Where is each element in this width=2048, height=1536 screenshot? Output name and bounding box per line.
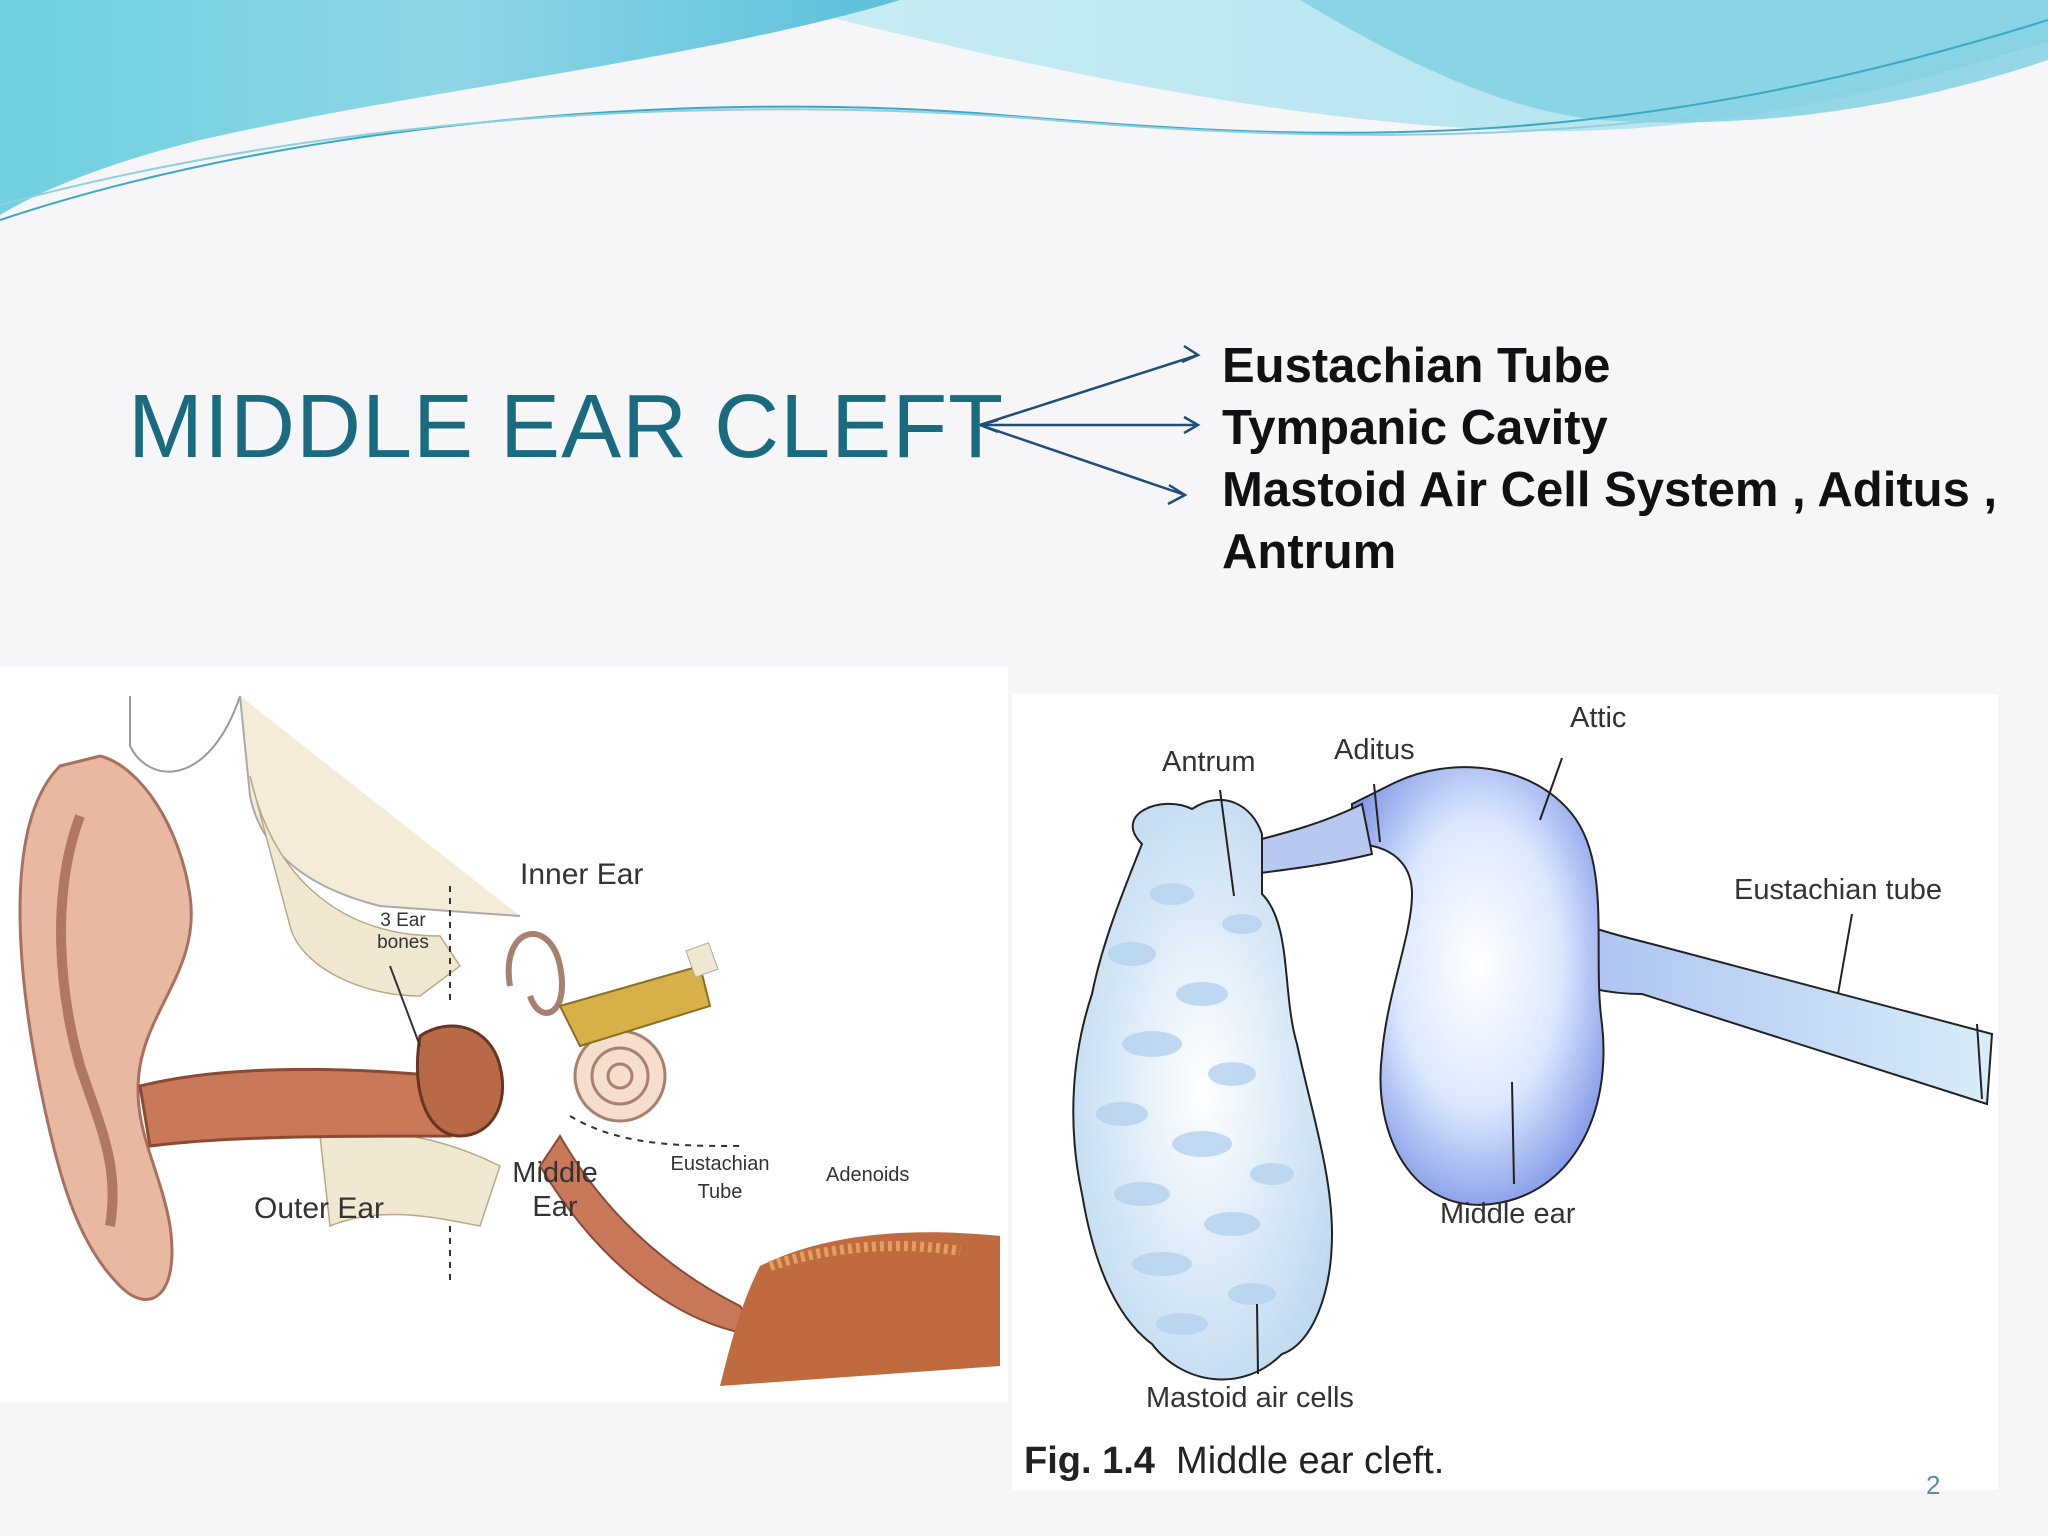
label-adenoids: Adenoids (826, 1164, 910, 1186)
label-outer-ear: Outer Ear (254, 1192, 385, 1225)
component-eustachian-tube: Eustachian Tube (1222, 339, 1611, 393)
slide-title: MIDDLE EAR CLEFT (128, 377, 1005, 477)
label-attic: Attic (1570, 702, 1627, 734)
label-antrum: Antrum (1162, 746, 1256, 778)
figure-caption-text: Middle ear cleft. (1176, 1440, 1445, 1482)
label-ear-bones: 3 Ear bones (377, 910, 429, 953)
component-list: Eustachian Tube Tympanic Cavity Mastoid … (1222, 335, 2042, 583)
ear-anatomy-figure: Inner Ear 3 Ear bones Middle Ear Eustach… (0, 666, 1008, 1402)
header-wave-decoration (0, 0, 2048, 221)
page-number: 2 (1926, 1470, 1941, 1500)
ear-anatomy-illustration (18, 695, 1000, 1386)
component-mastoid-system: Mastoid Air Cell System , Aditus , Antru… (1222, 463, 1998, 579)
label-middle-ear: Middle Ear (512, 1157, 598, 1223)
label-mastoid-air-cells: Mastoid air cells (1146, 1382, 1354, 1414)
component-tympanic-cavity: Tympanic Cavity (1222, 401, 1608, 455)
label-eustachian-tube: Eustachian tube (1734, 874, 1942, 906)
label-inner-ear: Inner Ear (520, 858, 644, 891)
label-aditus: Aditus (1334, 734, 1415, 766)
label-eustachian-tube: Eustachian Tube (670, 1153, 770, 1203)
figure-caption-number: Fig. 1.4 (1024, 1440, 1155, 1482)
label-middle-ear: Middle ear (1440, 1198, 1576, 1230)
middle-ear-cleft-figure: Antrum Aditus Attic Eustachian tube Midd… (1012, 694, 1998, 1490)
branch-arrows (979, 344, 1201, 506)
middle-ear-cleft-illustration (1072, 757, 1994, 1381)
figure-caption: Fig. 1.4 Middle ear cleft. (1024, 1440, 1444, 1483)
